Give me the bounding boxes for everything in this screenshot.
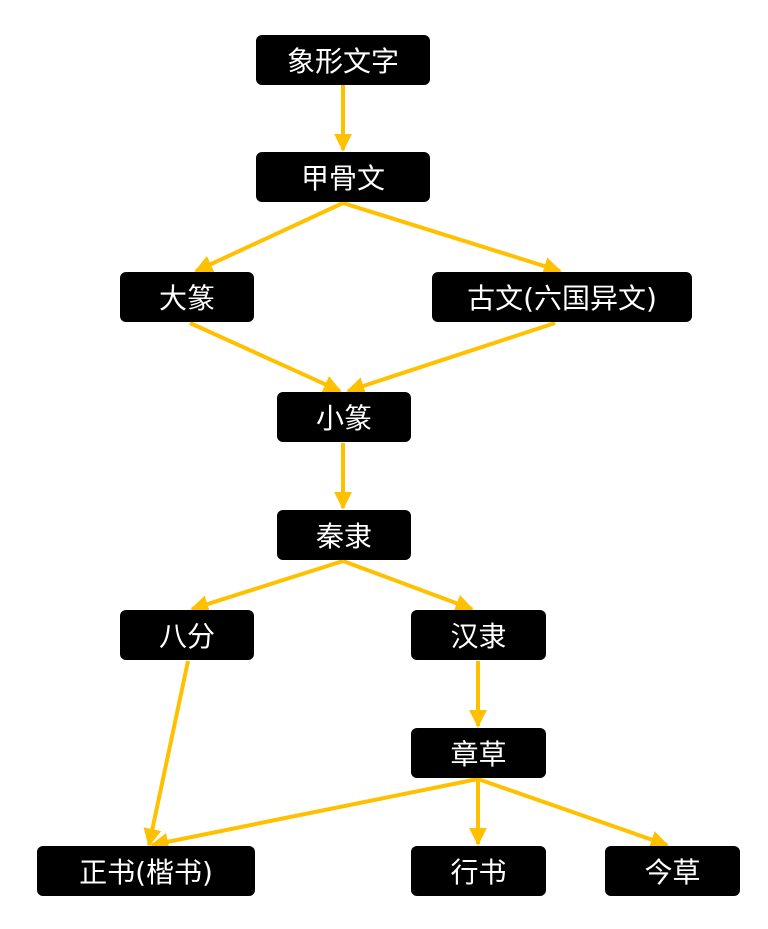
node-xingshu: 行书 [411,846,546,896]
node-bafen: 八分 [120,610,254,660]
node-zhangcao: 章草 [411,728,546,778]
node-hanli: 汉隶 [411,610,546,660]
edge-oracle-guwen [342,201,562,275]
edge-qinli-hanli [342,559,474,612]
node-zhengshu: 正书(楷书) [37,846,255,896]
node-guwen: 古文(六国异文) [432,272,692,322]
node-jincao: 今草 [605,846,740,896]
node-xiaozhuan: 小篆 [277,392,411,442]
edge-zhangcao-jincao [477,777,669,849]
edge-qinli-bafen [190,559,344,613]
edge-zhangcao-zhengshu [150,777,479,851]
edge-guwen-xiaozhuan [346,321,556,395]
edge-dazhuan-xiaozhuan [189,321,342,393]
edge-oracle-dazhuan [194,201,344,273]
node-pictograph: 象形文字 [256,35,430,85]
node-qinli: 秦隶 [277,510,411,560]
edge-bafen-zhengshu [143,660,190,847]
node-dazhuan: 大篆 [120,272,254,322]
node-oracle-bone: 甲骨文 [256,152,430,202]
